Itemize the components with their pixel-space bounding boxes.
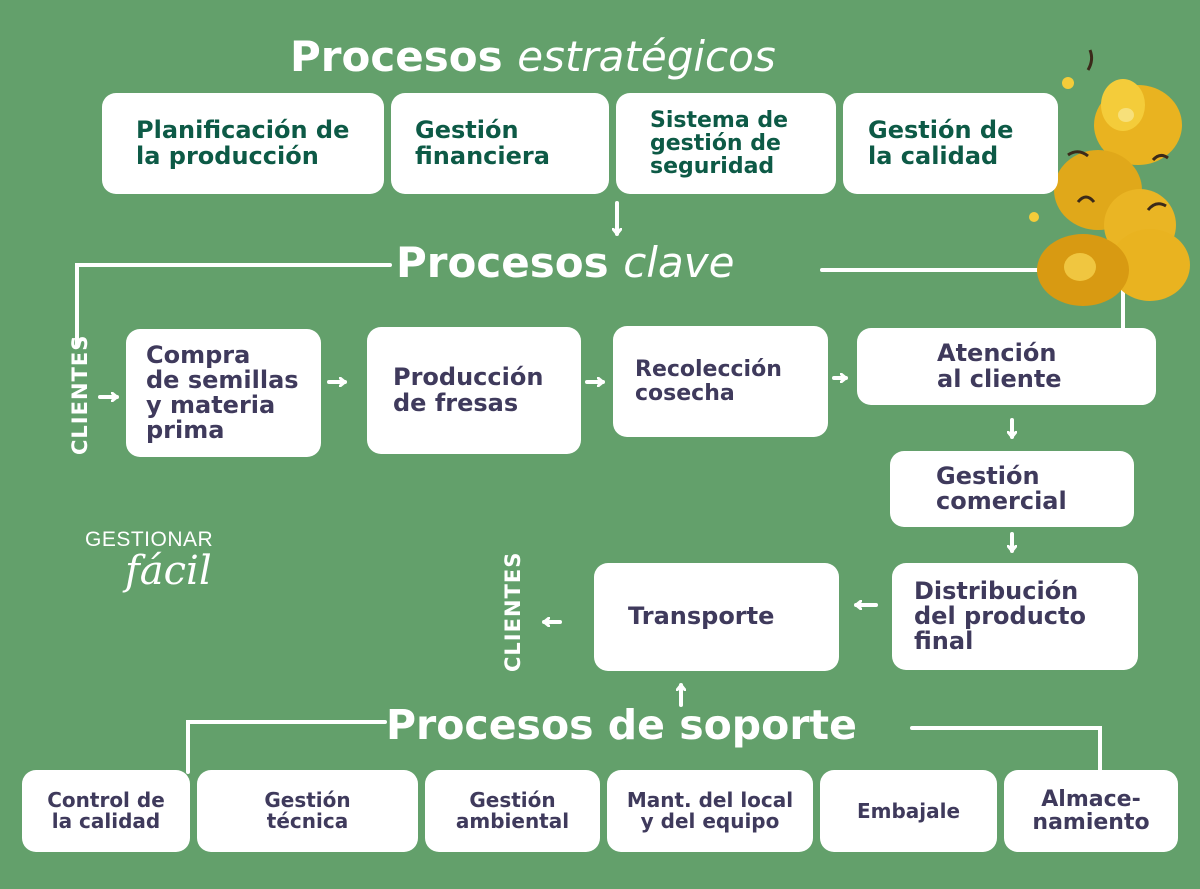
box-almacenamiento: Almace-namiento [1004, 770, 1178, 852]
title-estrategicos: Procesos estratégicos [290, 32, 776, 81]
pear-illustration [1029, 49, 1190, 306]
title-soporte: Procesos de soporte [386, 701, 857, 749]
clientes-label-right: CLIENTES [501, 551, 525, 672]
title-clave: Procesos clave [396, 238, 735, 287]
clientes-label-left: CLIENTES [68, 334, 92, 455]
logo: GESTIONAR fácil [85, 528, 214, 594]
box-embajale: Embajale [820, 770, 997, 852]
box-transporte: Transporte [594, 563, 839, 671]
